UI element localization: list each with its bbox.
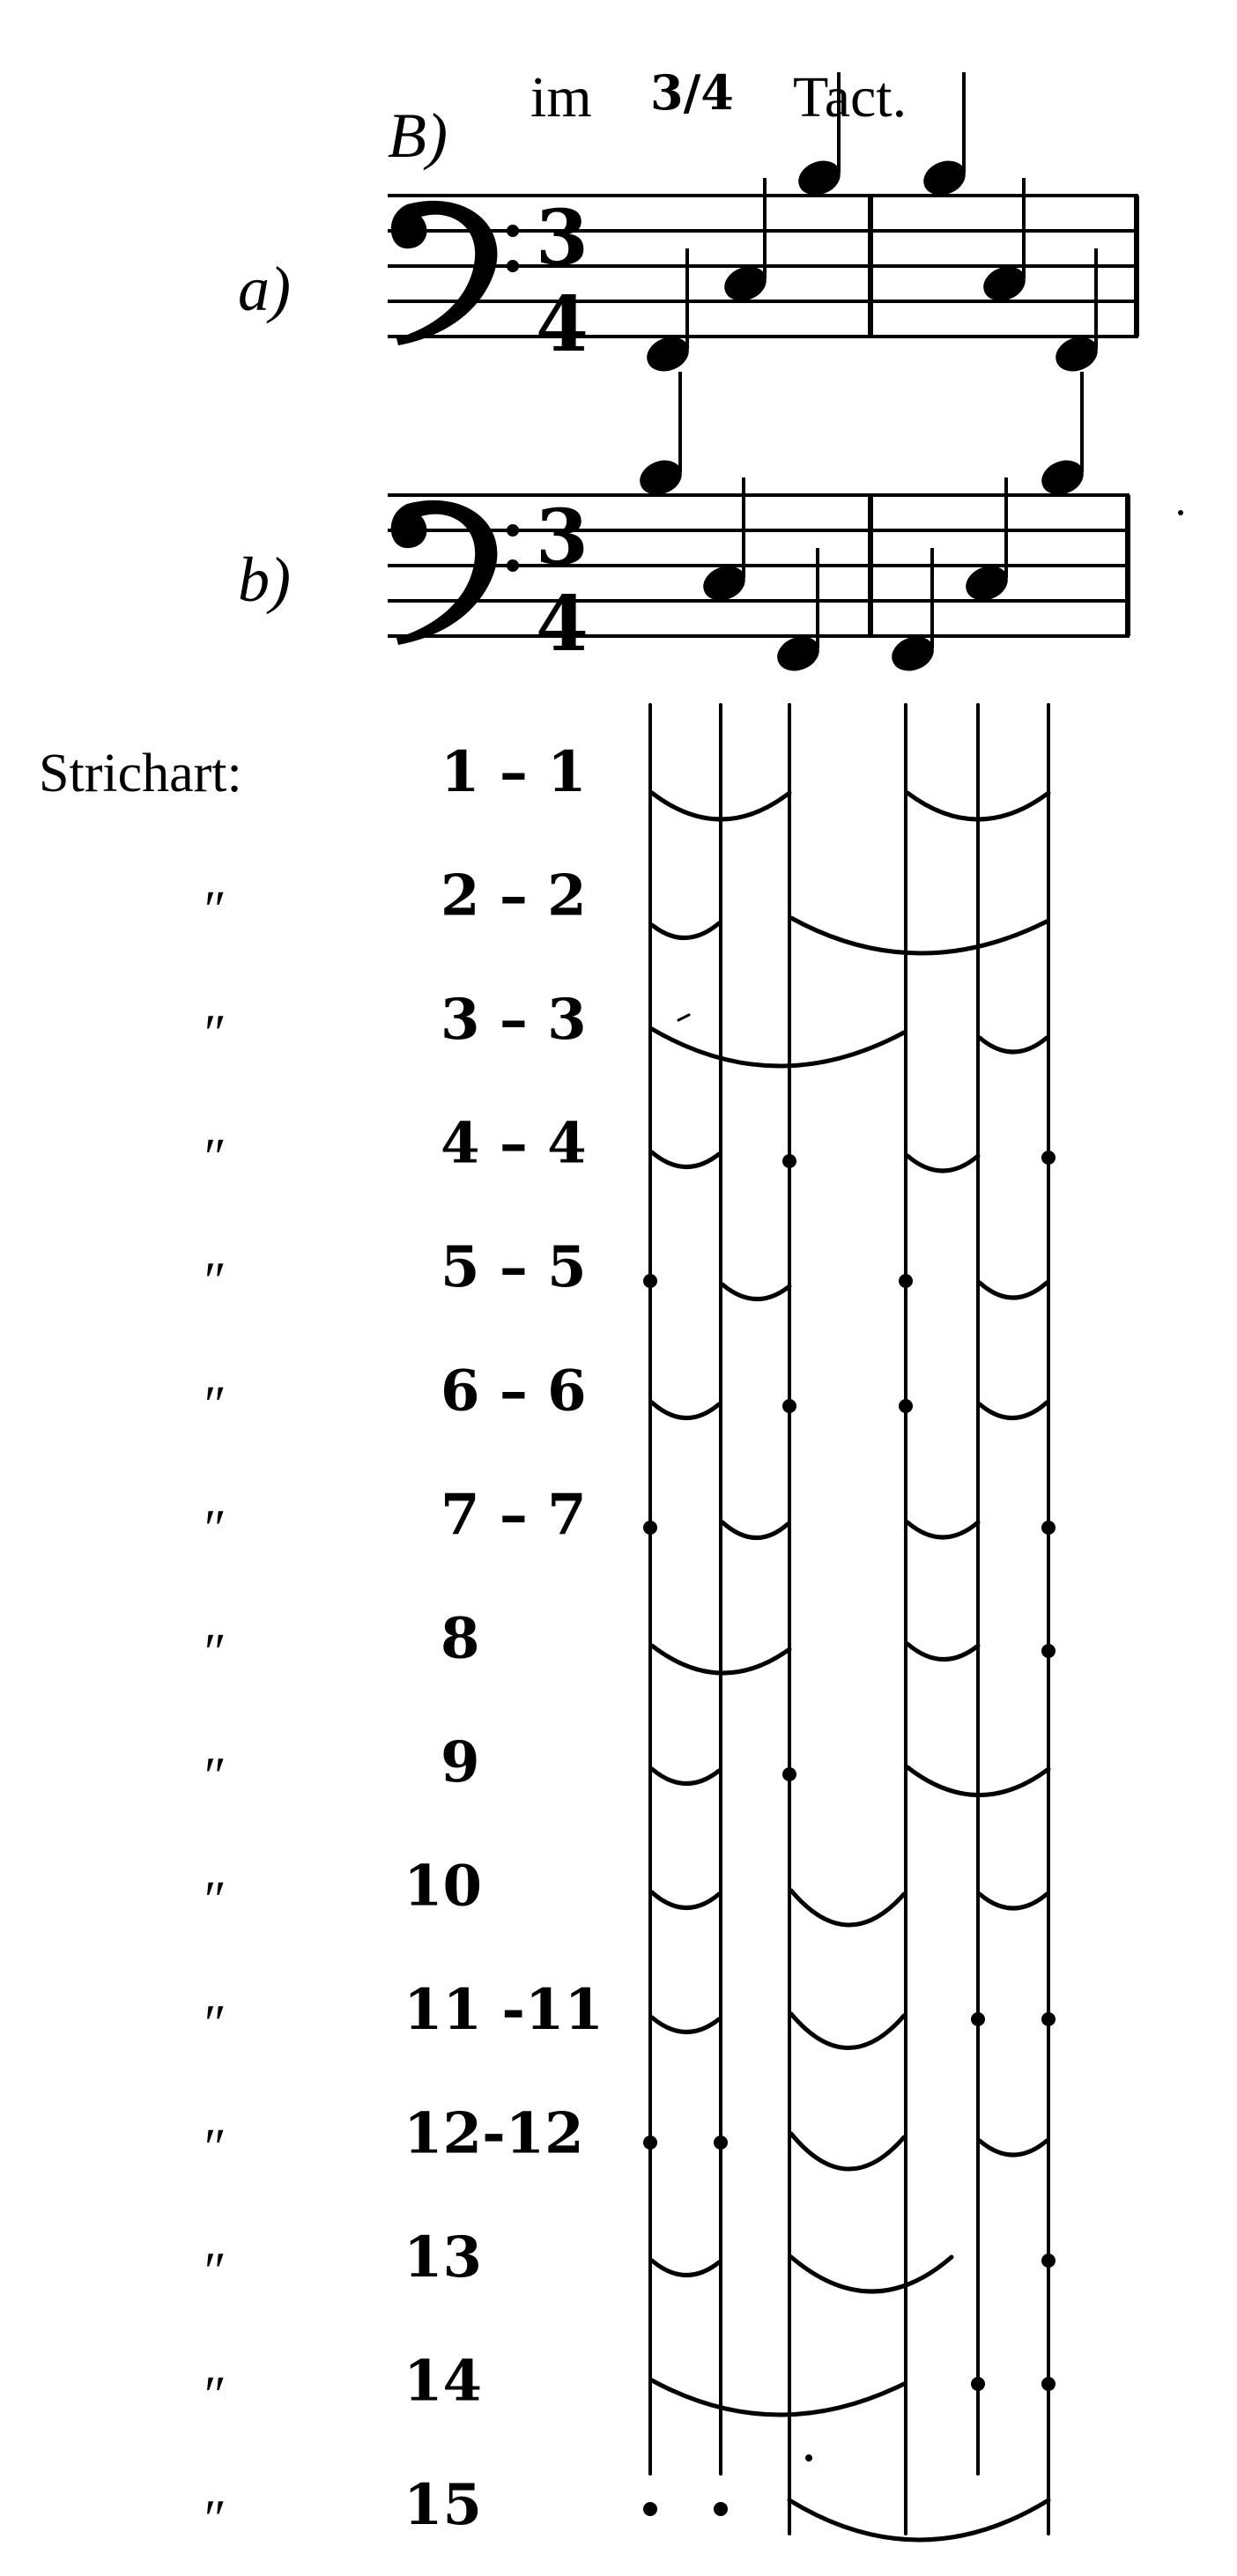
- stroke-row-label: 3 – 3: [441, 987, 587, 1053]
- ditto-mark: ″: [201, 1871, 224, 1929]
- ditto-mark: ″: [201, 1499, 224, 1558]
- staff-lines: [388, 493, 1130, 638]
- note-lines: [648, 703, 1050, 2535]
- stroke-row-label: 9: [441, 1729, 480, 1795]
- stroke-row-label: 11 -11: [404, 1977, 604, 2043]
- note: [983, 178, 1026, 301]
- ditto-mark: ″: [201, 2490, 224, 2548]
- ditto-mark: ″: [201, 1129, 224, 1187]
- ditto-mark: ″: [201, 2242, 224, 2300]
- staff-b: b) 3 4: [238, 372, 1130, 671]
- ditto-mark: ″: [201, 1252, 224, 1310]
- stroke-row-label: 14: [404, 2349, 482, 2415]
- note: [923, 72, 966, 196]
- staccato-dots: [643, 1151, 1056, 2516]
- row-labels: 1 – 1 ″ 2 – 2 ″ 3 – 3 ″ 4 – 4 ″ 5 – 5 ″ 6 – 6 ″ 7 – …: [201, 739, 604, 2548]
- ditto-mark: ″: [201, 1004, 224, 1062]
- stroke-row-label: 15: [404, 2472, 482, 2538]
- ditto-mark: ″: [201, 881, 224, 939]
- bass-clef-icon: [390, 200, 519, 345]
- time-signature-bottom: 4: [536, 580, 589, 669]
- stroke-labels: Strichart: 1 – 1 ″ 2 – 2 ″ 3 – 3 ″ 4 – 4 ″ 5 – 5…: [39, 739, 604, 2548]
- stroke-diagram: [643, 703, 1056, 2543]
- stroke-row-label: 6 – 6: [441, 1358, 587, 1425]
- ditto-mark: ″: [201, 1624, 224, 1682]
- stroke-row-label: 1 – 1: [441, 739, 587, 805]
- stroke-row-label: 7 – 7: [441, 1482, 587, 1548]
- time-signature-top: 3: [536, 493, 589, 582]
- note: [640, 372, 682, 495]
- slurs: [649, 790, 1051, 2543]
- stroke-row-label: 5 – 5: [441, 1234, 587, 1300]
- stroke-heading: Strichart:: [39, 744, 242, 803]
- stroke-row-label: 10: [404, 1854, 482, 1920]
- note: [647, 248, 689, 372]
- meter-suffix: Tact.: [793, 65, 907, 130]
- staff-label: b): [238, 544, 291, 615]
- ditto-mark: ″: [201, 1995, 224, 2053]
- ditto-mark: ″: [201, 1747, 224, 1805]
- note: [892, 548, 934, 671]
- staff-a: a) 3 4: [238, 72, 1139, 372]
- time-signature-bottom: 4: [536, 280, 589, 369]
- note: [1056, 248, 1098, 372]
- stroke-row-label: 13: [404, 2224, 482, 2291]
- time-signature-top: 3: [536, 194, 589, 283]
- stroke-row-label: 8: [441, 1606, 480, 1672]
- stroke-row-label: 4 – 4: [441, 1111, 587, 1177]
- notes: [647, 72, 1098, 372]
- note: [1041, 372, 1084, 495]
- note: [777, 548, 819, 671]
- ditto-mark: ″: [201, 1376, 224, 1434]
- section-label: B): [388, 100, 448, 171]
- bass-clef-icon: [390, 500, 519, 645]
- note: [966, 477, 1008, 601]
- stroke-row-label: 2 – 2: [441, 863, 587, 929]
- speck: [1178, 510, 1183, 515]
- meter-prefix: im: [530, 65, 592, 130]
- note: [703, 477, 745, 601]
- stroke-row-label: 12-12: [404, 2101, 584, 2167]
- staff-label: a): [238, 254, 291, 324]
- ditto-mark: ″: [201, 2119, 224, 2177]
- meter-fraction: 3/4: [650, 64, 734, 121]
- ditto-mark: ″: [201, 2366, 224, 2424]
- note: [798, 72, 841, 196]
- note: [724, 178, 767, 301]
- notes: [640, 372, 1084, 671]
